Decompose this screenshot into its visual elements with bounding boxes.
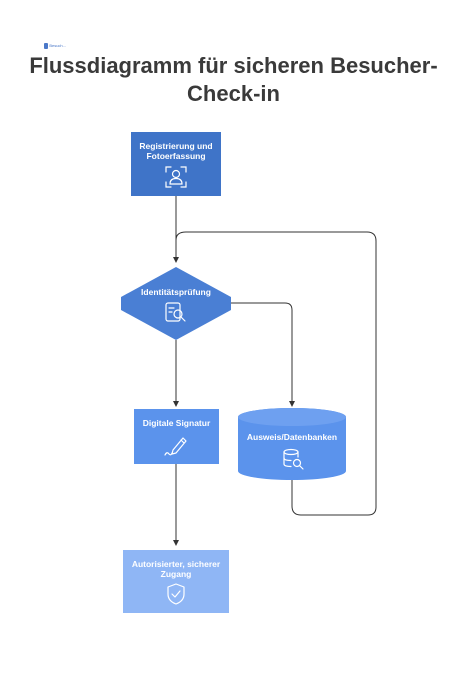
node-database-top <box>238 408 346 426</box>
node-access-label: Autorisierter, sicherer Zugang <box>131 559 221 579</box>
node-database-label: Ausweis/Datenbanken <box>246 432 338 442</box>
pen-signature-icon <box>164 437 187 456</box>
node-registration <box>131 132 221 196</box>
connector-database-loop-back <box>175 231 377 516</box>
brand-logo: Besuch... <box>44 42 66 50</box>
logo-mark-icon <box>44 43 49 49</box>
document-search-icon <box>165 302 186 322</box>
logo-text: Besuch... <box>49 43 66 48</box>
person-frame-icon <box>165 166 187 188</box>
node-registration-label: Registrierung und Fotoerfassung <box>139 141 213 161</box>
shield-check-icon <box>167 583 185 605</box>
node-access <box>123 550 229 613</box>
page-title-line-1: Flussdiagramm für sicheren Besucher- <box>29 53 438 78</box>
node-database <box>238 408 346 480</box>
node-signature-label: Digitale Signatur <box>142 418 211 428</box>
node-identity-label: Identitätsprüfung <box>141 287 211 297</box>
database-search-icon <box>283 448 304 470</box>
page-title-line-2: Check-in <box>187 81 280 106</box>
page-title: Flussdiagramm für sicheren Besucher- Che… <box>0 52 467 108</box>
connector-identity-to-database <box>231 302 295 407</box>
node-signature <box>134 409 219 464</box>
